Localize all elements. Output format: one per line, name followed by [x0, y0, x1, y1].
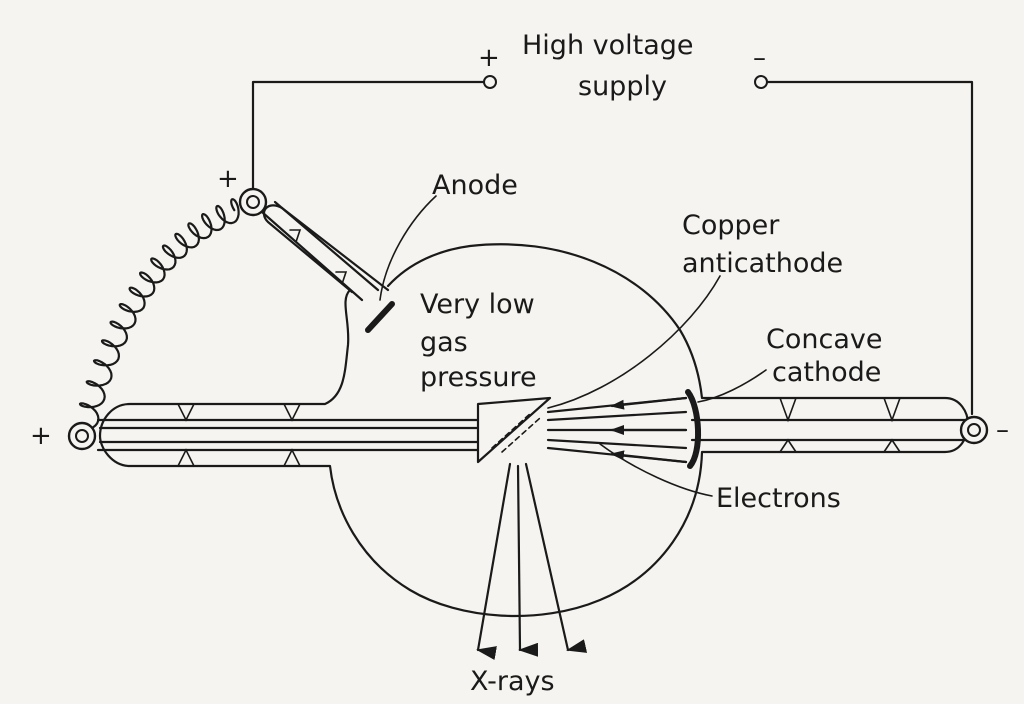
anode-supply-wire — [251, 80, 486, 192]
glass-envelope — [96, 200, 970, 618]
supply-circuit — [251, 75, 974, 416]
electrons-label: Electrons — [716, 483, 841, 514]
xray-arrow-left — [476, 462, 512, 660]
heater-coil — [78, 198, 240, 431]
spacer-left-3 — [283, 403, 301, 422]
anode-terminal-sign: + — [217, 164, 239, 194]
cathode-supply-wire — [765, 80, 974, 416]
copper-label-line2: anticathode — [682, 248, 843, 279]
electron-arrow-bottom — [610, 450, 688, 464]
copper-leader — [547, 275, 721, 409]
anode-plate — [365, 301, 395, 333]
spacer-right-3 — [883, 397, 901, 423]
anode-arm-inner1 — [260, 210, 364, 302]
spacer-right-4 — [883, 438, 901, 453]
gas-label-line2: gas — [420, 327, 468, 358]
supply-plus-terminal — [483, 75, 497, 89]
anode-terminal — [238, 187, 268, 217]
xray-arrow-center — [516, 464, 539, 657]
anode-arm-outer — [262, 204, 390, 294]
anode-label: Anode — [432, 170, 518, 201]
electron-arrow-top — [610, 396, 688, 410]
supply-title-line2: supply — [578, 71, 667, 102]
copper-anticathode — [476, 396, 552, 464]
left-terminal-sign: + — [30, 421, 52, 451]
xray-beams — [476, 462, 588, 660]
spacer-anode-2 — [335, 271, 348, 285]
cathode-leader — [697, 369, 767, 403]
xrays-label: X-rays — [470, 666, 555, 697]
electrons-leader — [599, 443, 713, 497]
cathode-label-line2: cathode — [772, 357, 881, 388]
spacer-right-2 — [779, 438, 797, 453]
right-terminal-sign: – — [996, 415, 1009, 445]
supply-minus-terminal — [754, 75, 768, 89]
supply-plus-sign: + — [478, 43, 500, 73]
concave-cathode — [685, 389, 701, 469]
anode-leader — [379, 195, 437, 301]
gas-label-line1: Very low — [420, 289, 535, 320]
bulb-outline — [98, 243, 970, 618]
left-terminal — [67, 421, 97, 451]
copper-label-line1: Copper — [682, 210, 780, 241]
spacer-left-2 — [177, 448, 195, 467]
spacer-left-4 — [283, 448, 301, 467]
right-terminal — [959, 415, 989, 445]
spacer-anode-1 — [289, 229, 302, 243]
electron-beams — [546, 396, 688, 464]
xray-arrow-right — [524, 462, 588, 653]
supply-minus-sign: – — [753, 43, 766, 73]
spacer-left-1 — [177, 403, 195, 422]
anode-arm-inner2 — [273, 200, 380, 292]
cathode-label-line1: Concave — [766, 324, 882, 355]
supply-title-line1: High voltage — [522, 30, 694, 61]
spacer-right-1 — [779, 397, 797, 423]
gas-label-line3: pressure — [420, 362, 537, 393]
